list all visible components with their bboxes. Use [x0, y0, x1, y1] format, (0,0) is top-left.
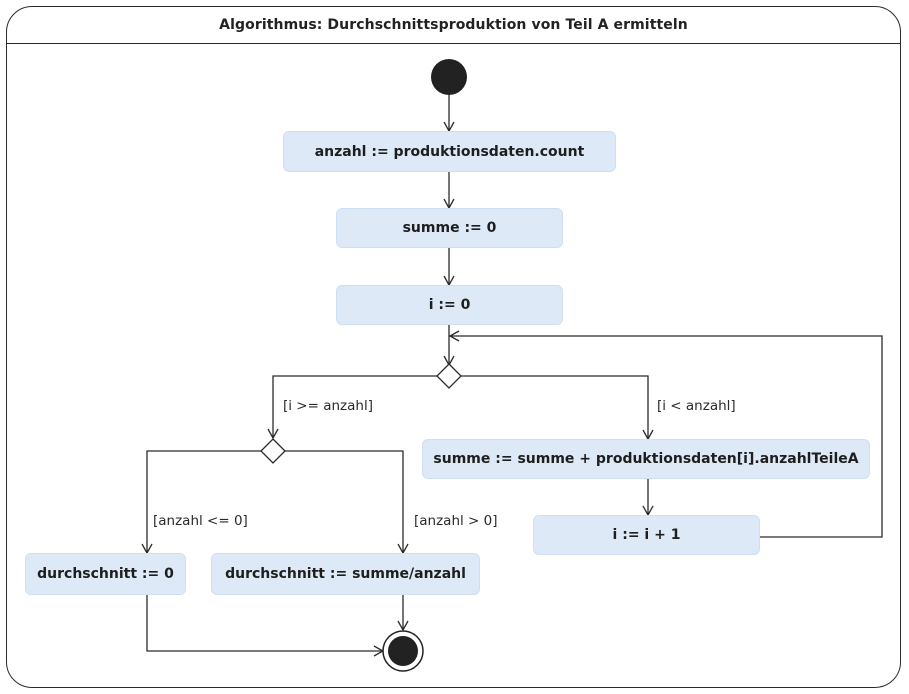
action-i-inc: i := i + 1 [533, 515, 760, 555]
guard-anzahl-gt-0: [anzahl > 0] [414, 513, 498, 529]
action-summe-add: summe := summe + produktionsdaten[i].anz… [422, 439, 870, 479]
action-summe-init: summe := 0 [336, 208, 563, 248]
activity-frame: Algorithmus: Durchschnittsproduktion von… [6, 6, 901, 688]
edge-decision2-left [141, 450, 261, 555]
guard-i-ge-anzahl: [i >= anzahl] [283, 398, 373, 414]
edge-loop-back [448, 330, 883, 538]
diagram-title: Algorithmus: Durchschnittsproduktion von… [7, 7, 900, 44]
initial-node [431, 59, 467, 95]
decision-node-2 [260, 438, 286, 464]
final-node-inner [388, 636, 418, 666]
action-i-init: i := 0 [336, 285, 563, 325]
action-anzahl: anzahl := produktionsdaten.count [283, 131, 616, 172]
edge-decision2-right [285, 450, 409, 555]
action-durchschnitt-zero: durchschnitt := 0 [25, 553, 186, 595]
edge-decision-left [267, 375, 437, 440]
guard-anzahl-le-0: [anzahl <= 0] [153, 513, 248, 529]
edge-decision-right [461, 375, 654, 441]
guard-i-lt-anzahl: [i < anzahl] [657, 398, 736, 414]
action-durchschnitt-calc: durchschnitt := summe/anzahl [211, 553, 480, 595]
decision-node-1 [436, 363, 462, 389]
edge-zero-end [146, 595, 385, 657]
